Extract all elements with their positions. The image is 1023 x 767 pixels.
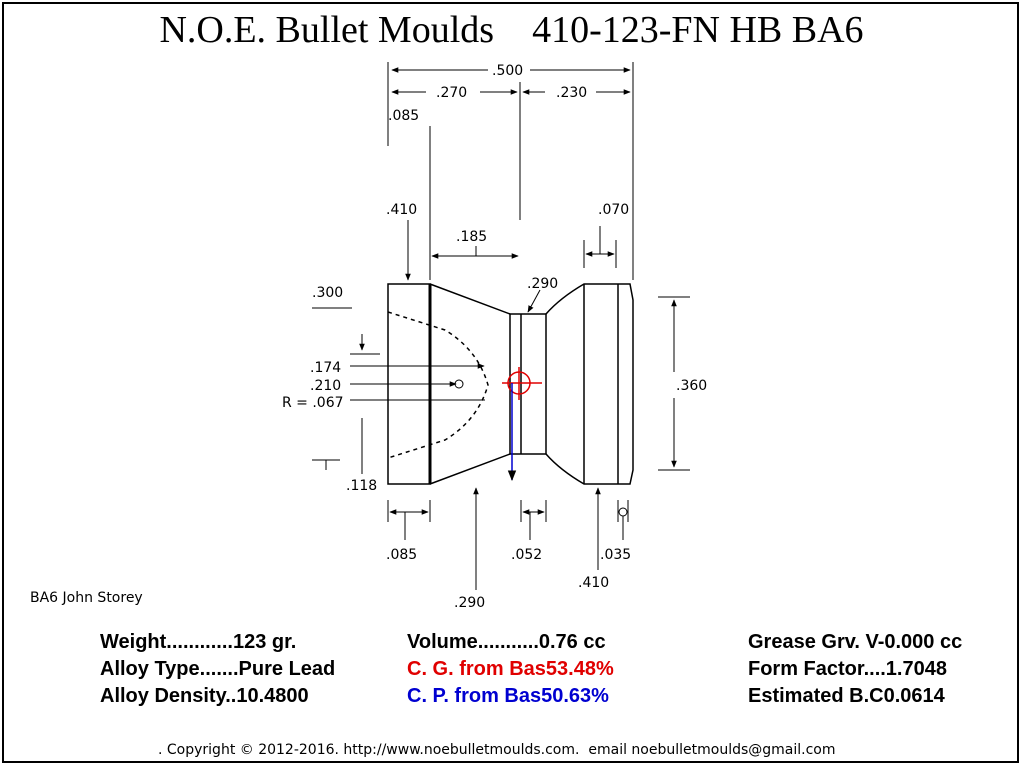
- spec-volume: Volume...........0.76 cc: [407, 631, 606, 653]
- dim-270: .270: [436, 85, 467, 101]
- spec-alloy-type: Alloy Type.......Pure Lead: [100, 658, 336, 680]
- dim-052: .052: [511, 547, 542, 563]
- dim-300: .300: [312, 285, 343, 301]
- spec-center-of-gravity: C. G. from Bas53.48%: [407, 658, 614, 680]
- cg-marker: [502, 367, 542, 400]
- nose: [545, 283, 634, 485]
- dim-174: .174: [310, 360, 341, 376]
- dim-118: .118: [346, 478, 377, 494]
- dim-410-bottom: .410: [578, 575, 609, 591]
- dim-290-top: .290: [527, 276, 558, 292]
- driving-band: [509, 313, 547, 455]
- spec-form-factor: Form Factor....1.7048: [748, 658, 947, 680]
- page-title: N.O.E. Bullet Moulds 410-123-FN HB BA6: [159, 9, 864, 51]
- spec-ballistic-coefficient: Estimated B.C0.0614: [748, 685, 945, 707]
- dim-360: .360: [676, 378, 707, 394]
- dim-185: .185: [456, 229, 487, 245]
- design-credit: BA6 John Storey: [30, 590, 143, 606]
- dim-410-left: .410: [386, 202, 417, 218]
- dim-radius-067: R = .067: [282, 395, 344, 411]
- dim-230: .230: [556, 85, 587, 101]
- copyright-notice: . Copyright © 2012-2016. http://www.noeb…: [158, 742, 836, 758]
- spec-alloy-density: Alloy Density..10.4800: [100, 685, 309, 707]
- hollow-base: [387, 311, 489, 459]
- dim-500: .500: [492, 63, 523, 79]
- dim-290-bottom: .290: [454, 595, 485, 611]
- dim-085-top: .085: [388, 108, 419, 124]
- dimension-lines: [312, 62, 690, 590]
- dim-210: .210: [310, 378, 341, 394]
- spec-weight: Weight............123 gr.: [100, 631, 297, 653]
- spec-grease-groove: Grease Grv. V-0.000 cc: [748, 631, 963, 653]
- dim-085-bottom: .085: [386, 547, 417, 563]
- dim-035: .035: [600, 547, 631, 563]
- dim-070: .070: [598, 202, 629, 218]
- spec-center-of-pressure: C. P. from Bas50.63%: [407, 685, 609, 707]
